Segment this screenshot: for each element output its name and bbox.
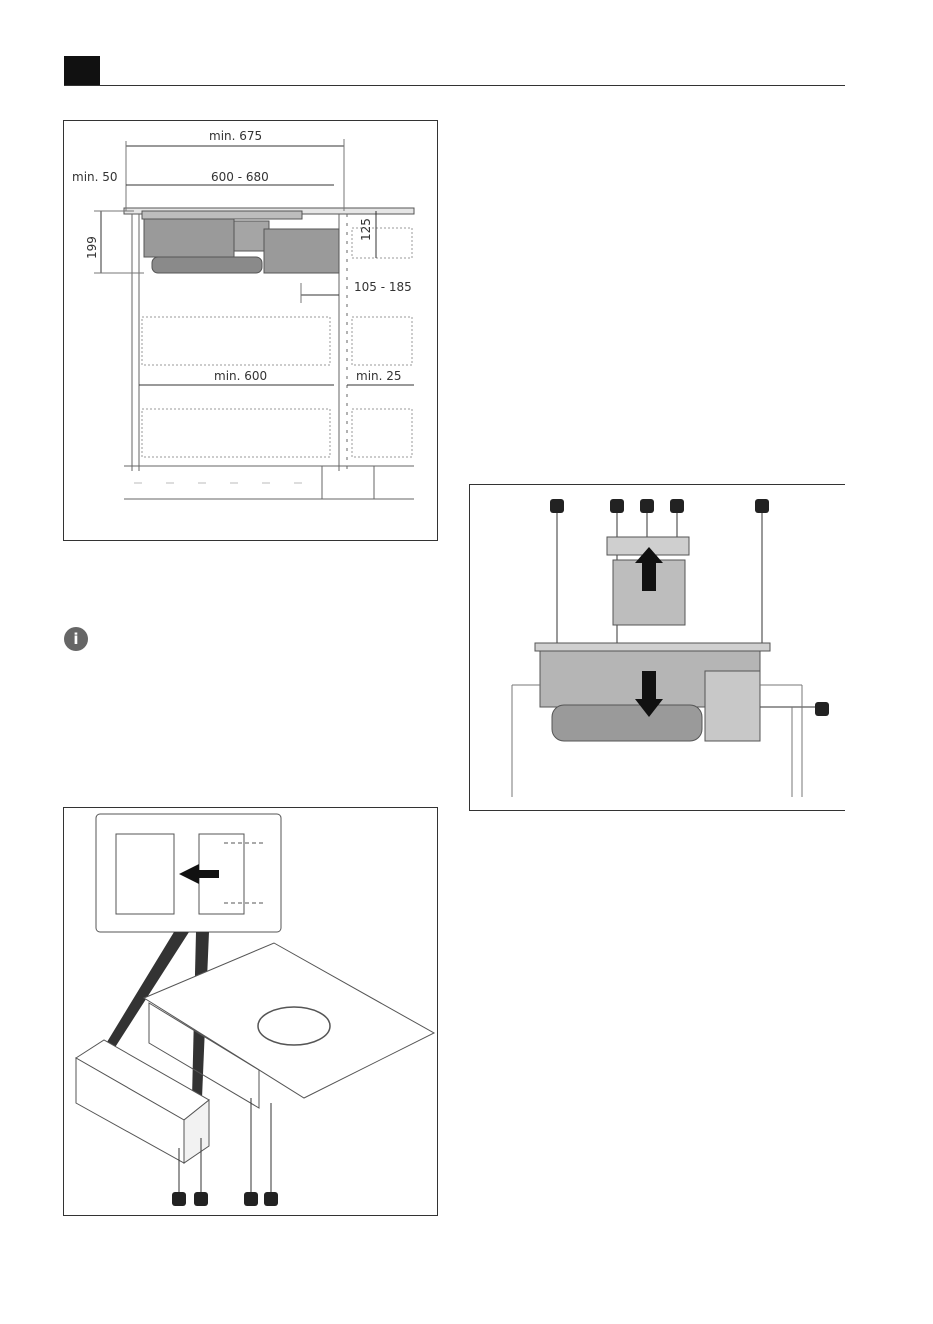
dim-125: 125 — [359, 218, 373, 241]
dimensions-drawing: min. 675 min. 50 600 - 680 199 125 105 -… — [64, 121, 437, 540]
drawer-2 — [142, 409, 330, 457]
callout-marker-3 — [640, 499, 654, 513]
callout-marker-1 — [550, 499, 564, 513]
dim-199: 199 — [85, 236, 99, 259]
callout-marker-4 — [264, 1192, 278, 1206]
callout-marker-5 — [755, 499, 769, 513]
hob-duct-attachment-drawing — [64, 808, 437, 1215]
duct-connection-figure — [469, 484, 845, 811]
duct-connection-drawing — [470, 485, 846, 810]
hob-fan-unit — [552, 705, 702, 741]
hob-fan-housing — [144, 219, 234, 257]
callout-marker-2 — [610, 499, 624, 513]
page-section-tab — [64, 56, 100, 86]
exhaust-duct — [264, 229, 339, 273]
hob-duct-attachment-figure — [63, 807, 438, 1216]
callout-marker-2 — [194, 1192, 208, 1206]
header-rule — [64, 85, 845, 86]
duct-connector — [705, 671, 760, 741]
callout-marker-6 — [815, 702, 829, 716]
callout-marker-4 — [670, 499, 684, 513]
dim-600-680: 600 - 680 — [211, 170, 269, 184]
drawer-right-3 — [352, 409, 412, 457]
dim-min-675: min. 675 — [209, 129, 262, 143]
callout-marker-3 — [244, 1192, 258, 1206]
drawer-1 — [142, 317, 330, 365]
info-icon: i — [64, 627, 88, 651]
dim-min-25: min. 25 — [356, 369, 402, 383]
dim-min-600: min. 600 — [214, 369, 267, 383]
hob-top — [144, 943, 434, 1098]
countertop — [535, 643, 770, 651]
hob-glass — [142, 211, 302, 219]
callout-marker-1 — [172, 1192, 186, 1206]
installation-dimensions-figure: min. 675 min. 50 600 - 680 199 125 105 -… — [63, 120, 438, 541]
drawer-right-2 — [352, 317, 412, 365]
dim-105-185: 105 - 185 — [354, 280, 412, 294]
hob-motor — [152, 257, 262, 273]
dim-min-50: min. 50 — [72, 170, 118, 184]
